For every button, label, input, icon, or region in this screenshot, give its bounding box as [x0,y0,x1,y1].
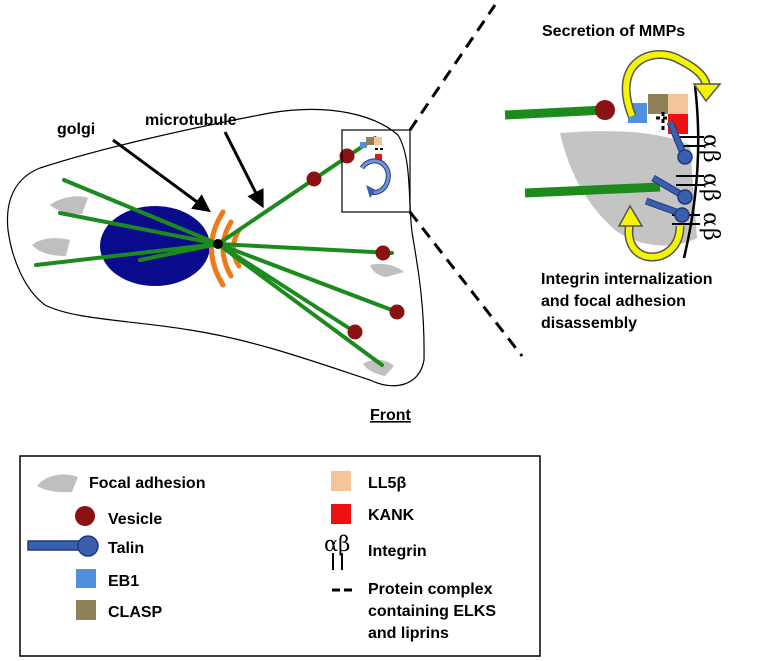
microtubule-line [58,211,220,246]
internalization-label-line2: and focal adhesion [541,293,686,310]
legend-ll5b-swatch [331,471,351,491]
integrin-alpha: α [698,173,723,188]
vesicle [306,171,322,187]
vesicle [347,324,363,340]
legend-eb1-label: EB1 [108,573,139,590]
microtubule-line [216,242,384,367]
talin-zoomed-top [666,120,693,165]
legend-protein-complex-label: Protein complex [368,581,493,598]
legend-focal-adhesion-label: Focal adhesion [89,475,205,492]
clasp-zoomed [648,94,668,114]
vesicle [389,304,405,320]
legend-clasp-label: CLASP [108,604,163,621]
secretion-arrow [621,50,722,118]
legend-talin-swatch [27,535,99,557]
internalization-label-line3: disassembly [541,315,637,332]
microtubule-line [216,242,399,314]
focal-adhesions-cell [32,196,404,376]
talin-zoomed-bottom [644,174,693,223]
focal-adhesion [370,263,404,277]
vesicle [339,148,355,164]
legend-ll5b-label: LL5β [368,475,406,492]
integrin-beta: β [698,150,723,163]
vesicles-cell [306,148,405,340]
integrin-alpha: α [698,212,723,227]
focal-adhesion [50,196,88,214]
focal-adhesion [363,359,394,376]
integrin-alpha: α [698,134,723,149]
integrin-symbol: αβ [324,532,350,556]
ll5b-zoomed [668,94,688,114]
legend-protein-complex-label-line2: containing ELKS [368,603,496,620]
microtubule-line [62,178,220,246]
legend-protein-complex-label-line3: and liprins [368,625,449,642]
microtubule-line [216,242,394,255]
zoom-line-bottom [408,211,524,357]
vesicle-zoomed [595,100,615,120]
microtubule-zoomed-bottom [524,182,661,198]
legend-integrin-swatch: αβ [324,532,350,570]
microtubules [34,136,399,367]
internalization-label-line1: Integrin internalization [541,271,713,288]
centrosome [213,239,223,249]
plasma-membrane [682,85,700,259]
integrin-beta: β [698,189,723,202]
legend-vesicle-swatch [75,506,95,526]
legend-talin-label: Talin [108,540,144,557]
microtubule-pointer-arrow [223,131,264,209]
zoom-box-contents [359,137,391,198]
legend-kank-swatch [331,504,351,524]
internalization-arrow [617,204,685,262]
microtubule-line [34,242,220,267]
legend-vesicle-label: Vesicle [108,511,162,528]
focal-adhesion [32,238,70,256]
legend-clasp-swatch [76,600,96,620]
legend-eb1-swatch [76,569,96,588]
integrin-beta: β [698,228,723,241]
legend-focal-adhesion-swatch [37,474,78,493]
zoom-line-top [408,4,497,131]
secretion-label: Secretion of MMPs [542,23,685,40]
zoom-box [341,129,411,213]
microtubule-line [216,242,357,334]
vesicle [375,245,391,261]
golgi-pointer-arrow [112,138,211,213]
front-label: Front [370,407,412,424]
legend-box [19,455,541,657]
integrin-stack: α β α β α β [698,134,723,241]
microtubule-label: microtubule [145,112,237,129]
legend-integrin-label: Integrin [368,543,427,560]
golgi-label: golgi [57,121,95,138]
microtubule-zoomed-top [504,105,606,120]
microtubule-line [138,242,220,262]
legend-kank-label: KANK [368,507,415,524]
